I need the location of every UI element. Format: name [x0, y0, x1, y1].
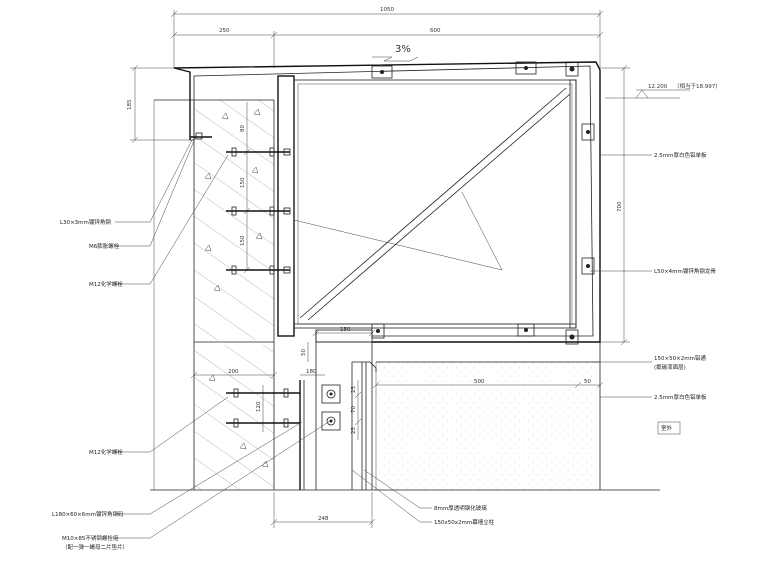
chemical-bolt-5 — [226, 418, 300, 428]
slope-arrow — [372, 56, 419, 62]
chemical-bolt-1 — [226, 147, 291, 157]
chemical-bolt-3 — [226, 265, 291, 275]
leaders-bottom — [351, 469, 432, 523]
chemical-bolt-4 — [226, 388, 300, 398]
label-stainless-bolt-note: （配一弹一螺母二片垫片） — [62, 543, 128, 551]
leaders-right — [376, 154, 652, 398]
dim-bracket: 180 — [306, 369, 317, 375]
leaders-left — [115, 135, 331, 539]
label-expansion-bolt: M6膨胀螺栓 — [89, 242, 120, 250]
label-steel-keel: L50×4mm镀锌角钢龙骨 — [654, 267, 716, 275]
dim-right: 600 — [430, 28, 441, 34]
elevation-mark: 12.200 （相当于18.997） — [605, 82, 721, 99]
label-aluminum-panel-low: 2.5mm厚白色铝单板 — [654, 393, 707, 401]
label-chemical-bolt-top: M12化学螺栓 — [89, 280, 123, 288]
dim-left: 250 — [219, 28, 230, 34]
label-angle-code: L180×60×6mm镀锌角钢码 — [52, 510, 124, 518]
steel-frame — [277, 75, 577, 490]
dim-frame-height: 700 — [617, 201, 623, 212]
labels-bottom: 8mm厚透明钢化玻璃 150x50x2mm幕墙立柱 — [434, 504, 495, 526]
dim-small-25b: 25 — [351, 427, 357, 434]
label-aluminum-tube: 150×50×2mm铝通 — [654, 354, 706, 362]
outdoor-box: 室外 — [657, 421, 681, 435]
elevation-value: 12.200 — [648, 84, 668, 90]
chemical-bolt-2 — [226, 206, 291, 216]
dim-small-70: 70 — [351, 406, 357, 413]
dim-cap-height: 185 — [127, 99, 133, 110]
label-chemical-bolt-low: M12化学螺栓 — [89, 448, 123, 456]
label-angle-steel: L30×3mm镀锌角钢 — [60, 218, 111, 226]
elevation-note: （相当于18.997） — [674, 82, 721, 90]
labels-left: L30×3mm镀锌角钢 M6膨胀螺栓 M12化学螺栓 M12化学螺栓 L180×… — [52, 218, 128, 551]
lower-angle-bracket — [299, 361, 377, 490]
dim-gap-50: 50 — [301, 349, 307, 356]
label-aluminum-panel-top: 2.5mm厚白色铝单板 — [654, 151, 707, 159]
labels-right: 2.5mm厚白色铝单板 L50×4mm镀锌角钢龙骨 150×50×2mm铝通 (… — [654, 151, 716, 401]
label-mullion: 150x50x2mm幕墙立柱 — [434, 518, 495, 526]
outdoor-label: 室外 — [661, 424, 673, 432]
dim-total: 1050 — [380, 7, 394, 13]
label-glass: 8mm厚透明钢化玻璃 — [434, 504, 487, 512]
label-stainless-bolt: M10×85不锈钢螺栓组 — [62, 534, 119, 542]
frame-clips — [371, 61, 595, 345]
slope-label: 3% — [395, 44, 411, 55]
anchor-bolts — [190, 61, 595, 490]
label-fluorocarbon: (氟碳漆面层) — [654, 363, 686, 371]
dim-bottom: 248 — [318, 516, 329, 522]
dim-small-25a: 25 — [351, 386, 357, 393]
concrete-wall — [153, 99, 275, 490]
glass-panel — [361, 342, 601, 490]
